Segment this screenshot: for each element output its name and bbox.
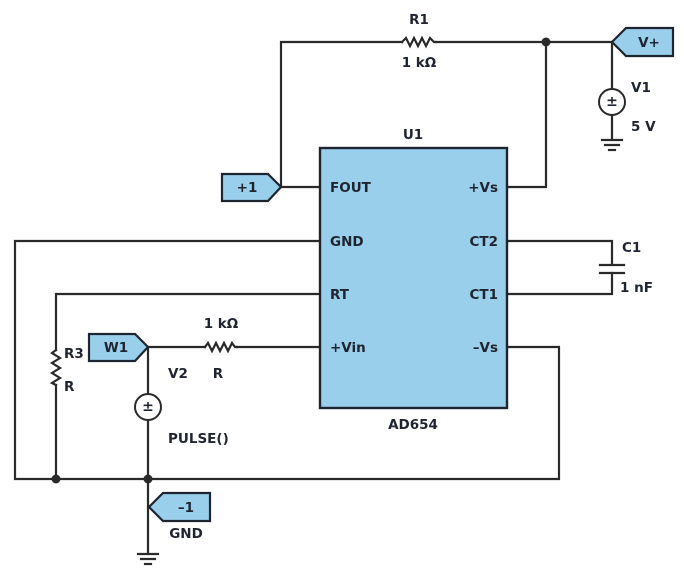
pin-vin: +Vin xyxy=(330,340,366,356)
wire-ct2 xyxy=(505,239,614,266)
net-label-minus1-text: –1 xyxy=(178,500,194,516)
pin-rt: RT xyxy=(330,287,350,303)
v2-polarity-symbol: ± xyxy=(142,399,154,415)
r2-param-label: R xyxy=(213,366,224,382)
wire-fout-to-r1 xyxy=(279,40,404,189)
pin-gnd: GND xyxy=(330,234,364,250)
chip-part-label: AD654 xyxy=(388,417,438,433)
r3-ref-label: R3 xyxy=(64,346,84,362)
c1-value-label: 1 nF xyxy=(620,280,653,296)
net-label-plus1-text: +1 xyxy=(237,180,258,196)
resistor-r1-icon xyxy=(400,35,438,49)
v1-ref-label: V1 xyxy=(631,80,651,96)
chip-ref-label: U1 xyxy=(403,127,423,143)
v2-value-label: PULSE() xyxy=(168,431,229,447)
resistor-r2-icon xyxy=(203,340,239,354)
ground-main-icon xyxy=(136,552,160,566)
r1-ref-label: R1 xyxy=(409,12,429,28)
net-label-vplus: V+ xyxy=(610,26,675,58)
r1-value-label: 1 kΩ xyxy=(402,55,437,71)
pin-ct2: CT2 xyxy=(469,234,498,250)
v2-ref-label: V2 xyxy=(168,366,188,382)
wire-ct1 xyxy=(505,271,614,296)
net-label-vplus-text: V+ xyxy=(638,35,660,51)
ground-v1-icon xyxy=(600,138,624,152)
r3-value-label: R xyxy=(64,379,75,395)
voltage-source-v1-icon: ± xyxy=(598,88,626,116)
wire-gnd-loop xyxy=(13,239,561,481)
v1-polarity-symbol: ± xyxy=(606,94,618,110)
net-label-w1: W1 xyxy=(87,332,150,363)
junction-dot-top xyxy=(541,37,551,47)
wire-rt xyxy=(54,292,322,352)
junction-dot-r3 xyxy=(51,474,61,484)
gnd-net-label: GND xyxy=(169,526,203,542)
net-label-minus1: –1 xyxy=(147,491,212,523)
net-label-plus1: +1 xyxy=(220,172,283,203)
pin-ct1: CT1 xyxy=(469,287,498,303)
wire-vs-pos xyxy=(505,40,548,189)
net-label-w1-text: W1 xyxy=(104,340,128,356)
v1-value-label: 5 V xyxy=(631,119,656,135)
c1-ref-label: C1 xyxy=(622,240,641,256)
chip-u1-body xyxy=(318,146,509,410)
voltage-source-v2-icon: ± xyxy=(134,393,162,421)
junction-dot-gnd xyxy=(143,474,153,484)
pin-vs-pos: +Vs xyxy=(468,180,498,196)
pin-fout: FOUT xyxy=(330,180,372,196)
r2-value-label: 1 kΩ xyxy=(204,316,239,332)
resistor-r3-icon xyxy=(49,348,63,387)
pin-vs-neg: –Vs xyxy=(473,340,498,356)
